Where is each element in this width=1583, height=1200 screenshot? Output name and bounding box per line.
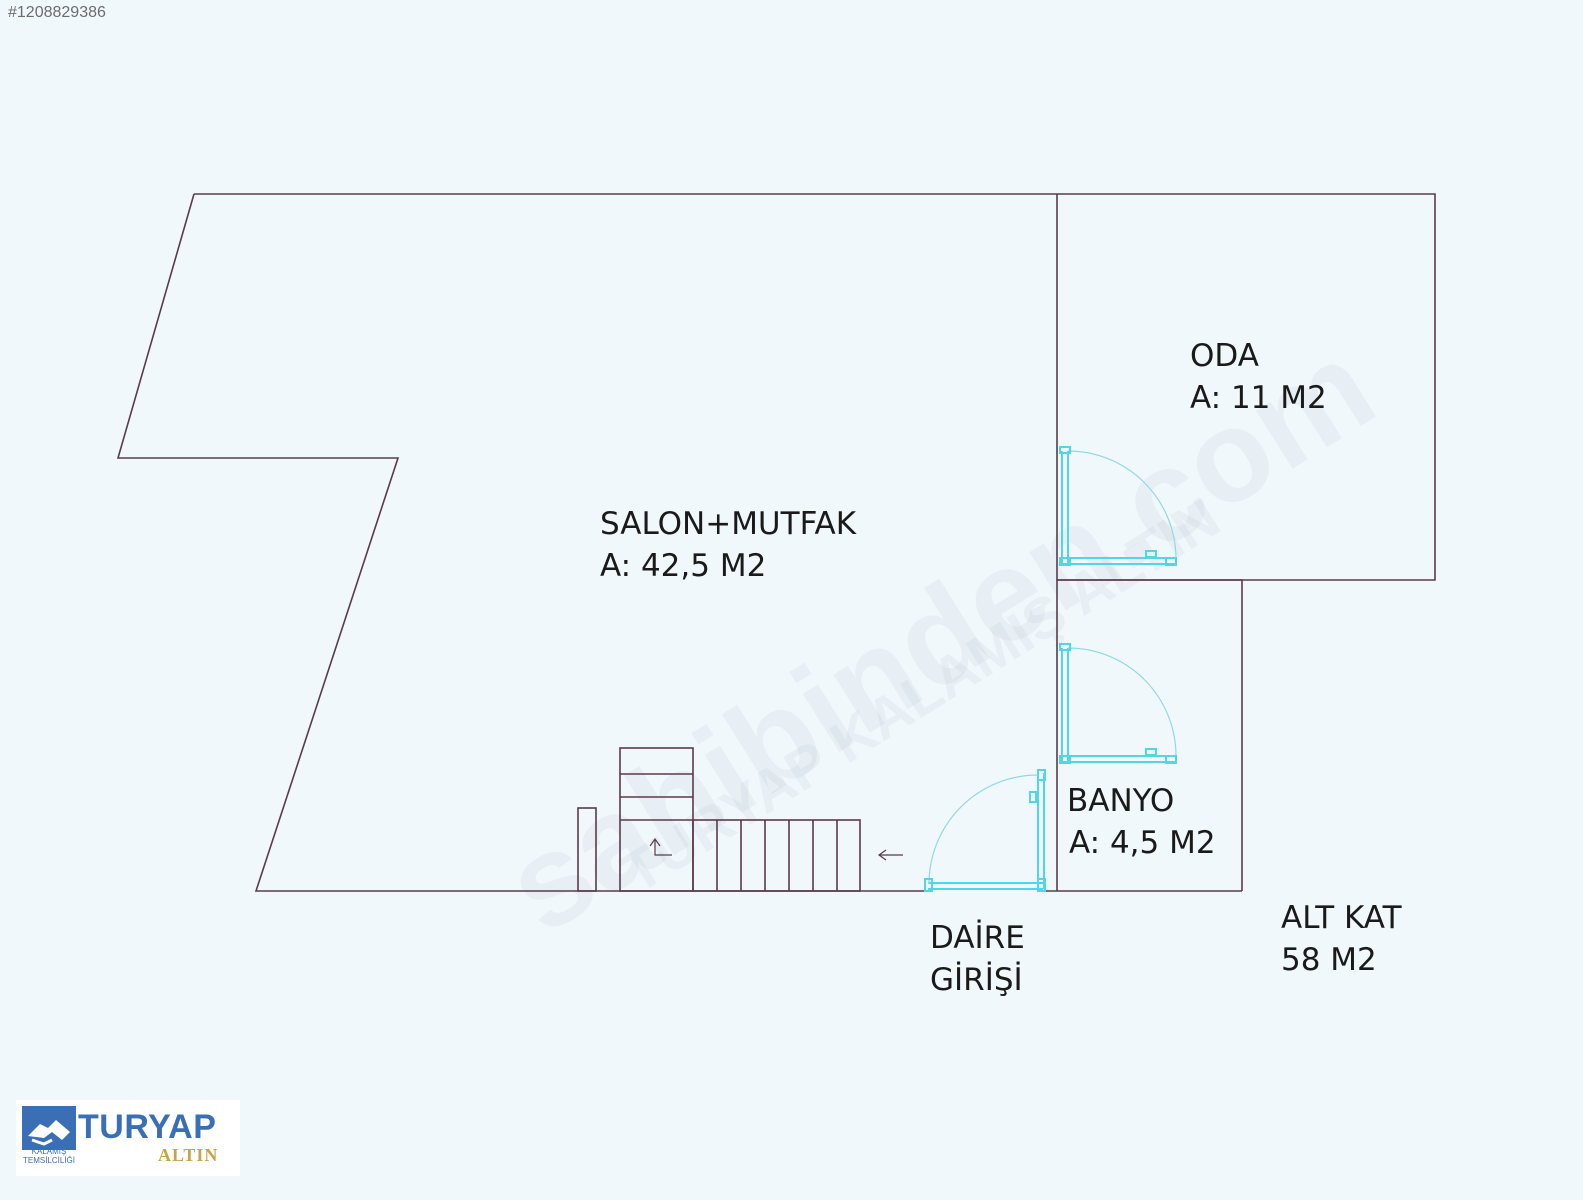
oda-wall xyxy=(1056,193,1436,581)
entrance-door xyxy=(924,769,1046,892)
stairs xyxy=(577,747,861,892)
oda-door xyxy=(1059,446,1177,566)
floor-area: 58 M2 xyxy=(1281,942,1377,978)
oda-label: ODA A: 11 M2 xyxy=(1190,335,1327,419)
banyo-label: BANYO A: 4,5 M2 xyxy=(1067,780,1216,864)
stair-arrow-icon xyxy=(654,840,672,856)
logo-office-line2: TEMSİLCİLİĞİ xyxy=(22,1156,75,1165)
salon-label: SALON+MUTFAK A: 42,5 M2 xyxy=(600,503,856,587)
handshake-icon xyxy=(22,1106,76,1150)
entrance-label: DAİRE GİRİŞİ xyxy=(930,917,1025,1001)
floor-name: ALT KAT xyxy=(1281,900,1402,936)
salon-area: A: 42,5 M2 xyxy=(600,548,767,584)
oda-name: ODA xyxy=(1190,338,1259,374)
entrance-line2: GİRİŞİ xyxy=(930,962,1023,998)
banyo-area: A: 4,5 M2 xyxy=(1069,825,1216,861)
floor-summary: ALT KAT 58 M2 xyxy=(1281,897,1402,981)
logo-brand: TURYAP xyxy=(78,1108,217,1146)
banyo-wall xyxy=(1057,579,1243,891)
banyo-name: BANYO xyxy=(1067,783,1175,819)
listing-id: #1208829386 xyxy=(8,4,106,21)
banyo-door xyxy=(1059,643,1177,764)
salon-wall-left xyxy=(116,193,928,892)
entrance-line1: DAİRE xyxy=(930,920,1025,956)
salon-name: SALON+MUTFAK xyxy=(600,506,857,542)
oda-area: A: 11 M2 xyxy=(1190,380,1327,416)
logo-sub: ALTIN xyxy=(158,1145,219,1165)
logo-office-line1: KALAMIŞ xyxy=(31,1147,67,1156)
